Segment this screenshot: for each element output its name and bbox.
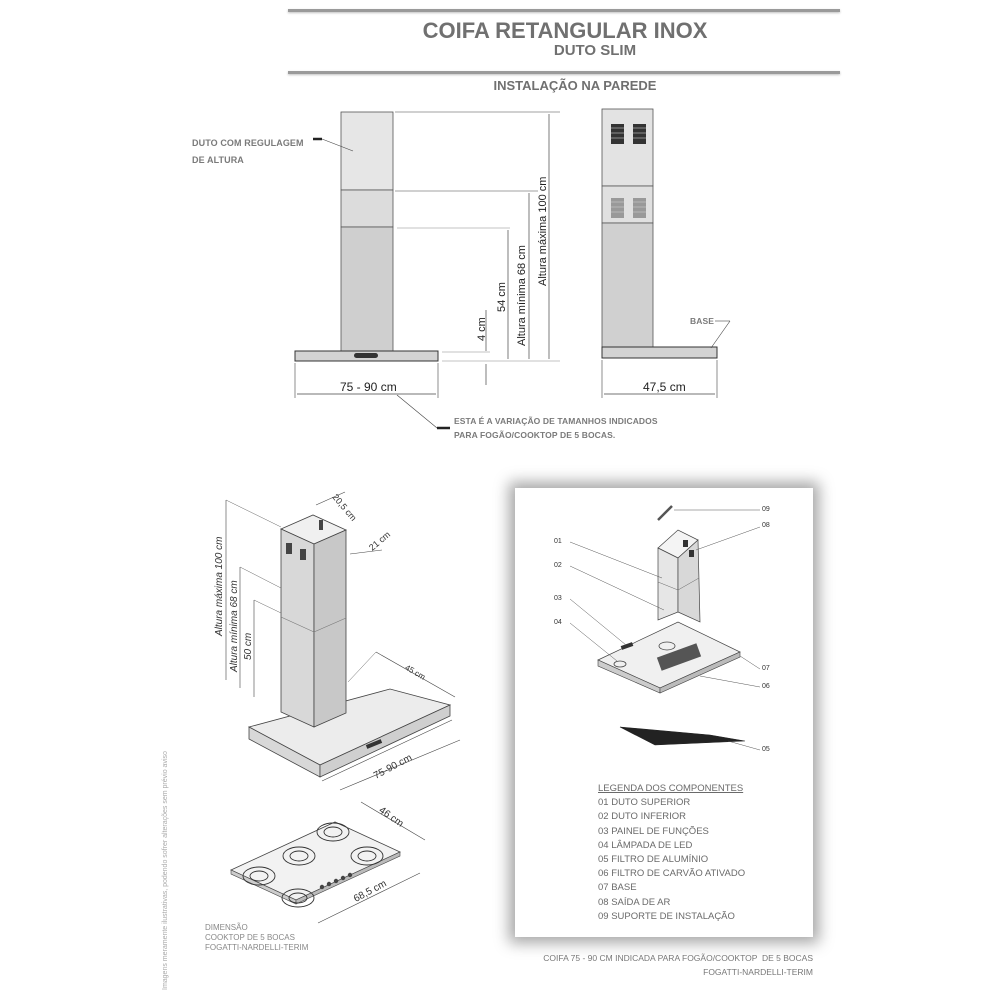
- front-width-dimension: 75 - 90 cm: [340, 380, 397, 394]
- note-line2: PARA FOGÃO/COOKTOP DE 5 BOCAS.: [454, 430, 616, 440]
- callout-04: 04: [554, 619, 562, 626]
- callout-09: 09: [762, 506, 770, 513]
- legend-title: LEGENDA DOS COMPONENTES: [598, 783, 744, 794]
- size-variation-note: ESTA É A VARIAÇÃO DE TAMANHOS INDICADOS …: [454, 414, 658, 442]
- note-line1: ESTA É A VARIAÇÃO DE TAMANHOS INDICADOS: [454, 416, 658, 426]
- footer-line2: FOGATTI-NARDELLI-TERIM: [703, 967, 813, 977]
- iso-dim-max: Altura máxima 100 cm: [214, 536, 225, 636]
- page-title: COIFA RETANGULAR INOX: [422, 18, 708, 43]
- legend-item: 06 FILTRO DE CARVÃO ATIVADO: [598, 868, 746, 880]
- header-rule-bottom: [288, 71, 840, 74]
- callout-03: 03: [554, 595, 562, 602]
- duct-label-line1: DUTO COM REGULAGEM: [192, 138, 304, 148]
- cooktop-caption-line1: DIMENSÃO: [205, 923, 248, 932]
- duct-label-line2: DE ALTURA: [192, 155, 244, 165]
- legend-item: 03 PAINEL DE FUNÇÕES: [598, 825, 709, 837]
- legend-item: 08 SAÍDA DE AR: [598, 896, 671, 908]
- callout-06: 06: [762, 683, 770, 690]
- footer-line1: COIFA 75 - 90 CM INDICADA PARA FOGÃO/COO…: [543, 953, 813, 963]
- iso-dim-50: 50 cm: [243, 632, 254, 660]
- header-rule-top: [288, 9, 840, 12]
- disclaimer: Imagens meramente ilustrativas, podendo …: [162, 751, 169, 990]
- callout-05: 05: [762, 746, 770, 753]
- side-depth-dimension: 47,5 cm: [643, 380, 686, 394]
- page-subtitle: DUTO SLIM: [553, 42, 637, 59]
- dim-4cm: 4 cm: [476, 317, 488, 341]
- footer-caption: COIFA 75 - 90 CM INDICADA PARA FOGÃO/COO…: [510, 951, 813, 979]
- legend-item: 05 FILTRO DE ALUMÍNIO: [598, 854, 709, 866]
- legend-item: 09 SUPORTE DE INSTALAÇÃO: [598, 910, 735, 922]
- legend-item: 01 DUTO SUPERIOR: [598, 797, 691, 809]
- callout-02: 02: [554, 562, 562, 569]
- callout-08: 08: [762, 522, 770, 529]
- cooktop-caption-line3: FOGATTI-NARDELLI-TERIM: [205, 943, 309, 952]
- legend-item: 04 LÂMPADA DE LED: [598, 839, 693, 851]
- components-legend: LEGENDA DOS COMPONENTES 01 DUTO SUPERIOR…: [598, 782, 745, 924]
- cooktop-caption-line2: COOKTOP DE 5 BOCAS: [205, 933, 295, 942]
- dim-max-height: Altura máxima 100 cm: [537, 176, 549, 286]
- iso-dim-min: Altura mínima 68 cm: [229, 580, 240, 672]
- dim-54cm: 54 cm: [496, 282, 508, 312]
- cooktop-caption: DIMENSÃO COOKTOP DE 5 BOCAS FOGATTI-NARD…: [205, 923, 308, 953]
- dim-min-height: Altura mínima 68 cm: [516, 245, 528, 346]
- section-title: INSTALAÇÃO NA PAREDE: [493, 78, 657, 93]
- legend-item: 07 BASE: [598, 882, 637, 894]
- callout-01: 01: [554, 538, 562, 545]
- base-label: BASE: [690, 316, 715, 326]
- callout-07: 07: [762, 665, 770, 672]
- duct-label: DUTO COM REGULAGEM DE ALTURA: [192, 135, 304, 169]
- legend-item: 02 DUTO INFERIOR: [598, 811, 686, 823]
